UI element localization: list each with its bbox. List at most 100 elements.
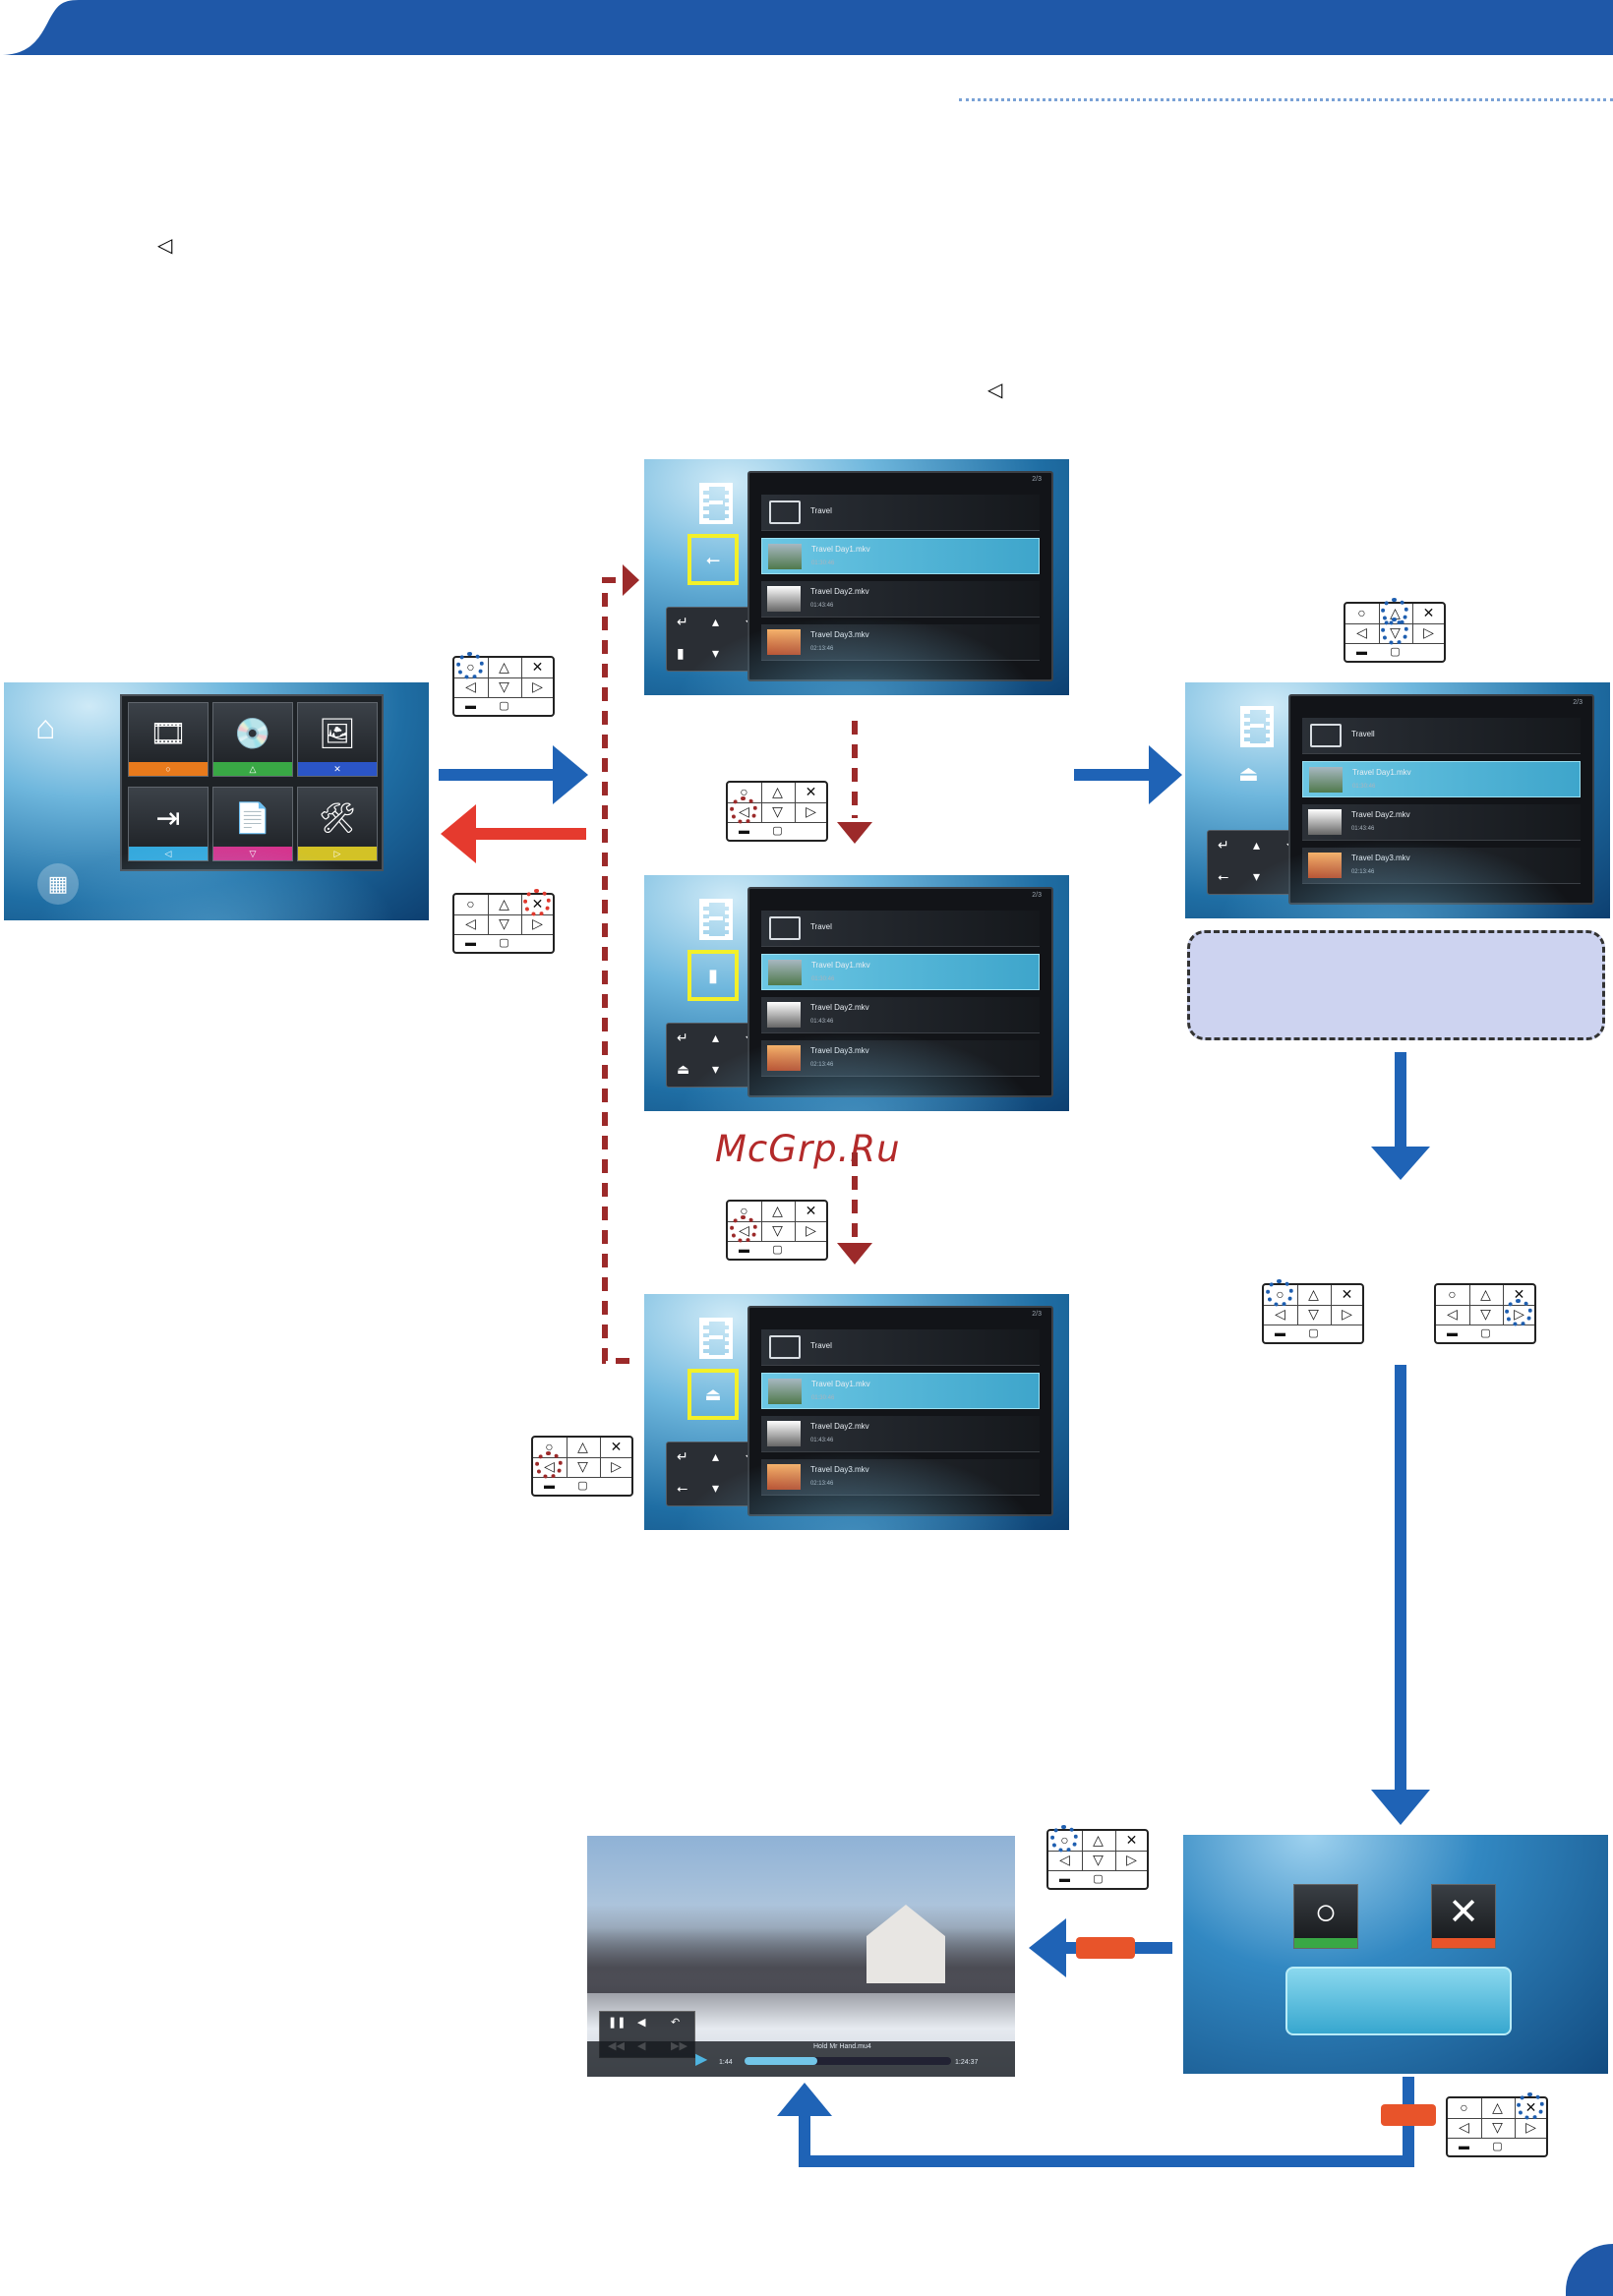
right-key-icon: ▷	[1126, 1852, 1137, 1867]
highlight-circle	[535, 1451, 563, 1479]
progress-fill	[745, 2057, 817, 2065]
minus-key-icon: ▬	[1459, 2141, 1469, 2152]
folder-name: Travel	[809, 506, 832, 515]
square-key-icon: ▢	[1093, 1873, 1104, 1885]
triangle-key-icon: △	[772, 784, 783, 799]
tile-key-label: △	[213, 762, 292, 776]
elapsed-time: 1:44	[719, 2059, 733, 2066]
list-item[interactable]: Travell	[1301, 718, 1581, 754]
keypad-divider	[728, 802, 826, 803]
keypad-divider	[600, 1438, 601, 1477]
list-item[interactable]: Travel Day1.mkv 01:30:46	[760, 954, 1040, 990]
square-key-icon: ▢	[1390, 646, 1401, 658]
list-item[interactable]: Travel Day1.mkv 01:30:46	[760, 1373, 1040, 1409]
down-key-icon: ▽	[577, 1458, 588, 1474]
keypad-divider	[521, 658, 522, 697]
keypad-divider	[1503, 1285, 1504, 1325]
keypad-divider	[1469, 1285, 1470, 1325]
arrow-head	[777, 2083, 832, 2116]
folder-icon	[1309, 724, 1342, 747]
triangle-key-icon: △	[1492, 2099, 1503, 2115]
resume-dialog-screenshot: ○ ✕	[1183, 1835, 1608, 2074]
circle-key-icon: ○	[545, 1439, 554, 1454]
home-icon: ⌂	[35, 709, 56, 746]
keypad-divider	[1048, 1851, 1147, 1852]
photo-icon-tile[interactable]: 🖼 ✕	[297, 702, 378, 777]
film-icon	[699, 1318, 733, 1359]
page-number: 2/3	[1032, 1311, 1042, 1318]
film-icon	[1240, 706, 1274, 747]
resume-button[interactable]: ○	[1293, 1884, 1358, 1949]
keypad-divider	[728, 1221, 826, 1222]
list-item[interactable]: Travel Day1.mkv 01:30:46	[1301, 761, 1581, 797]
highlight-circle	[523, 889, 551, 916]
down-key-icon: ▽	[1492, 2119, 1503, 2135]
scene-trees	[587, 1905, 1015, 1993]
keypad-divider	[454, 677, 553, 678]
track-title: Hold Mr Hand.mu4	[813, 2043, 871, 2050]
folder-icon	[768, 500, 801, 524]
left-triangle-glyph: ◁	[157, 235, 173, 257]
restart-button[interactable]: ✕	[1431, 1884, 1496, 1949]
list-item[interactable]: Travel	[760, 1329, 1040, 1366]
right-key-icon: ▷	[1525, 2119, 1536, 2135]
remote-keypad-diagram: ○△✕◁▽▷▬▢	[531, 1436, 633, 1497]
music-disc-icon-tile[interactable]: 💿 △	[212, 702, 293, 777]
keypad-divider	[533, 1457, 631, 1458]
triangle-key-icon: △	[1480, 1286, 1491, 1302]
right-key-icon: ▷	[611, 1458, 622, 1474]
keypad-divider	[795, 1202, 796, 1241]
list-item[interactable]: Travel	[760, 495, 1040, 531]
minus-key-icon: ▬	[465, 700, 476, 712]
right-key-icon: ▷	[1423, 624, 1434, 640]
down-key-icon: ▽	[499, 915, 509, 931]
dashed-loop	[602, 577, 629, 1364]
keypad-divider	[454, 914, 553, 915]
arrow-head	[837, 822, 872, 844]
cross-key-icon: ✕	[1125, 1832, 1138, 1848]
triangle-key-icon: △	[499, 896, 509, 912]
main-menu-screenshot: ⌂ 🎞 ○ 💿 △ 🖼 ✕ ⇥ ◁ 📄 ▽ 🛠 ▷ ▦	[4, 682, 429, 920]
file-duration: 01:30:46	[810, 1395, 835, 1401]
down-key-icon: ▽	[772, 803, 783, 819]
left-key-icon: ◁	[1447, 1306, 1458, 1322]
left-key-icon: ◁	[1059, 1852, 1070, 1867]
minus-key-icon: ▬	[739, 1244, 749, 1256]
keypad-divider	[795, 783, 796, 822]
keypad-divider	[1264, 1305, 1362, 1306]
minus-key-icon: ▬	[1447, 1327, 1458, 1339]
file-browser-usb-screenshot: ⭠ ↵ ▴ ↶ ▮ ▾ ▸ 2/3 Travel Travel Day1.mkv…	[644, 459, 1069, 695]
list-item[interactable]: Travel Day1.mkv 01:30:46	[760, 538, 1040, 574]
file-name: Travel Day1.mkv	[1351, 768, 1411, 777]
file-duration: 01:30:46	[1351, 784, 1376, 790]
sd-card-icon: ▮	[708, 966, 718, 985]
keypad-divider	[1448, 2118, 1546, 2119]
circle-icon: ○	[1314, 1892, 1338, 1933]
remote-keypad-diagram: ○△✕◁▽▷▬▢	[1446, 2092, 1548, 2157]
triangle-key-icon: △	[1308, 1286, 1319, 1302]
square-key-icon: ▢	[1308, 1327, 1319, 1339]
file-browser-sd-screenshot: ▮ ↵ ▴ ↶ ⏏ ▾ ▸ 2/3 Travel Travel Day1.mkv…	[644, 875, 1069, 1111]
play-icon[interactable]: ▶	[695, 2051, 708, 2068]
tile-key-label: ✕	[298, 762, 377, 776]
right-key-icon: ▷	[532, 915, 543, 931]
remote-keypad-diagram: ○△✕◁▽▷▬▢	[1262, 1279, 1364, 1344]
list-item[interactable]: Travel	[760, 911, 1040, 947]
arrow-head	[553, 745, 588, 804]
cross-key-icon: ✕	[1422, 605, 1435, 620]
page-number: 2/3	[1032, 892, 1042, 899]
keypad-divider	[1297, 1285, 1298, 1325]
down-key-icon: ▽	[499, 678, 509, 694]
volume-icon[interactable]: ◀	[637, 2017, 646, 2029]
keypad-divider	[761, 1202, 762, 1241]
pause-icon[interactable]: ❚❚	[608, 2017, 627, 2029]
file-name: Travel Day1.mkv	[810, 1380, 870, 1388]
internal-memory-icon: ⏏	[704, 1384, 722, 1404]
remote-keypad-diagram: ○△✕◁▽▷▬▢	[726, 1200, 828, 1261]
back-icon[interactable]: ↶	[671, 2017, 681, 2029]
keypad-divider	[567, 1438, 568, 1477]
film-icon-tile[interactable]: 🎞 ○	[128, 702, 209, 777]
progress-bar[interactable]	[745, 2057, 951, 2065]
